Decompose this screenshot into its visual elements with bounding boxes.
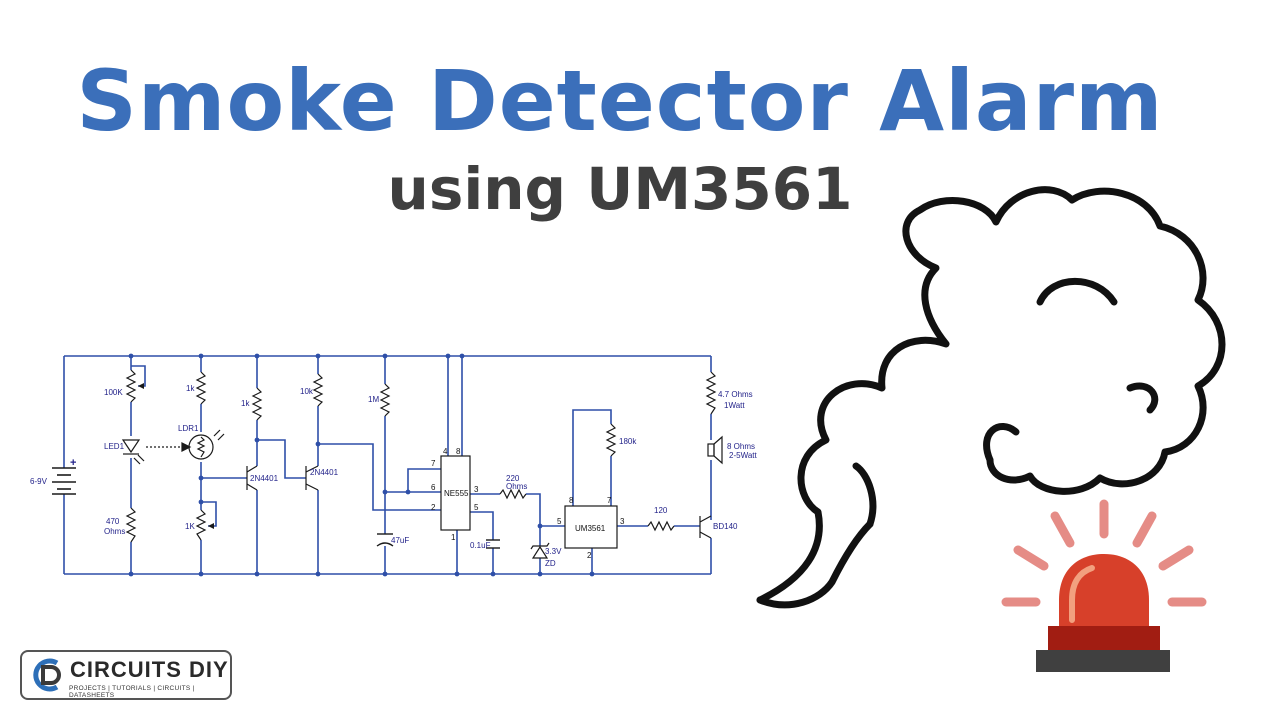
resistors: [125, 369, 717, 543]
siren-icon: [1001, 499, 1207, 672]
logo-name: CIRCUITS DIY: [70, 657, 229, 682]
ne555-chip: [440, 455, 471, 531]
label-pot-1k: 1K: [185, 522, 195, 531]
logo-tagline: PROJECTS | TUTORIALS | CIRCUITS | DATASH…: [69, 685, 195, 699]
plus-sign: +: [70, 457, 76, 469]
label-led1: LED1: [104, 442, 125, 451]
pin-label: 1: [451, 533, 456, 542]
page-subtitle: using UM3561: [387, 155, 853, 223]
pin-label: 7: [607, 496, 612, 505]
label-470: 470: [106, 517, 120, 526]
smoke-cloud-icon: [756, 186, 1226, 609]
pin-label: 6: [431, 483, 436, 492]
label-q1: 2N4401: [250, 474, 279, 483]
circuit-labels: 6-9V + 100K LED1 470 Ohms 1k LDR1 1K 1k …: [30, 384, 757, 568]
resistor-1m: [379, 383, 391, 417]
resistor-1k-top: [195, 371, 207, 405]
resistor-1k-pot: [195, 509, 207, 541]
label-220: 220: [506, 474, 520, 483]
pin-label: 3: [620, 517, 625, 526]
label-470-ohms: Ohms: [104, 527, 125, 536]
page-title: Smoke Detector Alarm: [76, 52, 1164, 150]
label-4-7-ohms: 4.7 Ohms: [718, 390, 753, 399]
logo-cd-icon: [33, 658, 61, 692]
um3561-chip: [564, 505, 618, 549]
pin-label: 7: [431, 459, 436, 468]
pin-label: 5: [474, 503, 479, 512]
resistor-1k-mid: [251, 387, 263, 421]
label-1watt: 1Watt: [724, 401, 745, 410]
led-symbol: [121, 439, 192, 465]
transistor-q3: [699, 515, 712, 539]
label-0-1uf: 0.1uF: [470, 541, 491, 550]
label-1k-mid: 1k: [241, 399, 250, 408]
label-2-5watt: 2-5Watt: [729, 451, 757, 460]
resistor-180k: [605, 423, 617, 457]
resistor-10k: [312, 373, 324, 407]
label-bd140: BD140: [713, 522, 738, 531]
siren-rays: [1001, 499, 1207, 607]
um3561-label: UM3561: [575, 524, 606, 533]
label-q2: 2N4401: [310, 468, 339, 477]
speaker-symbol: [707, 435, 723, 465]
resistor-120: [647, 520, 675, 532]
pin-label: 2: [587, 551, 592, 560]
resistor-220: [499, 488, 527, 500]
transistor-q2: [305, 465, 319, 491]
label-180k: 180k: [619, 437, 637, 446]
label-10k: 10k: [300, 387, 314, 396]
battery-symbol: [52, 467, 76, 495]
supply-label: 6-9V: [30, 477, 48, 486]
resistor-100k: [125, 369, 137, 403]
transistors: [246, 465, 712, 539]
pin-label: 5: [557, 517, 562, 526]
label-8-ohms: 8 Ohms: [727, 442, 755, 451]
label-1m: 1M: [368, 395, 379, 404]
label-100k: 100K: [104, 388, 123, 397]
circuit-schematic: [63, 355, 712, 575]
label-ldr1: LDR1: [178, 424, 199, 433]
transistor-q1: [246, 465, 258, 491]
pin-label: 4: [443, 447, 448, 456]
junction-dots: [128, 353, 595, 577]
pin-label: 8: [569, 496, 574, 505]
circuits-diy-logo: CIRCUITS DIY PROJECTS | TUTORIALS | CIRC…: [20, 650, 232, 700]
label-zd: ZD: [545, 559, 556, 568]
pin-label: 8: [456, 447, 461, 456]
label-3-3v: 3.3V: [545, 547, 562, 556]
ne555-label: NE555: [444, 489, 469, 498]
capacitors: [376, 533, 500, 549]
label-1k-top: 1k: [186, 384, 195, 393]
pin-label: 2: [431, 503, 436, 512]
resistor-4-7: [705, 371, 717, 415]
ldr-symbol: [188, 429, 225, 460]
label-220-ohms: Ohms: [506, 482, 527, 491]
zener-diode: [530, 542, 550, 559]
label-120: 120: [654, 506, 668, 515]
pin-label: 3: [474, 485, 479, 494]
resistor-470: [125, 507, 137, 543]
label-47uf: 47uF: [391, 536, 409, 545]
